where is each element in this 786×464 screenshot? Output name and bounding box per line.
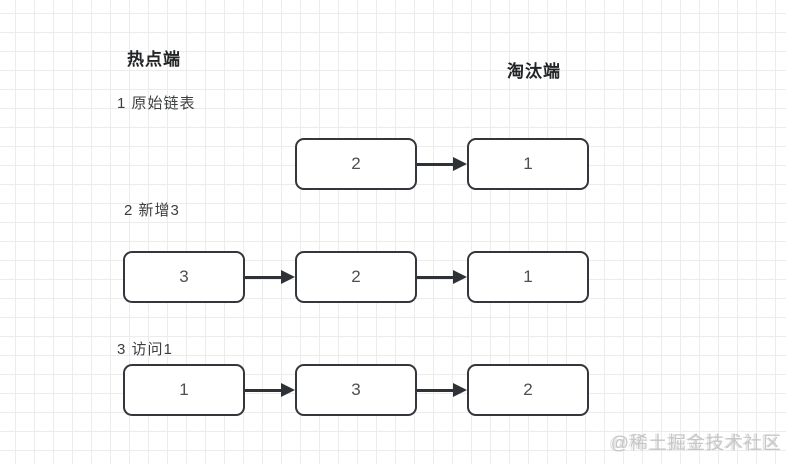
list-node: 2 [467,364,589,416]
evict-end-header: 淘汰端 [507,62,561,81]
step-label-add-3: 2 新增3 [124,202,180,219]
step-label-access-1: 3 访问1 [117,341,173,358]
arrow-shaft [417,162,456,166]
watermark: @稀土掘金技术社区 [610,433,782,453]
arrow-shaft [245,275,284,279]
arrow-shaft [245,388,284,392]
list-node: 1 [123,364,245,416]
arrow-shaft [417,275,456,279]
arrow-head [281,270,295,284]
arrow-head [453,383,467,397]
arrow-head [453,157,467,171]
list-node: 2 [295,251,417,303]
hot-end-header: 热点端 [127,50,181,69]
list-node: 3 [295,364,417,416]
arrow-head [453,270,467,284]
list-node: 1 [467,251,589,303]
step-label-original-list: 1 原始链表 [117,95,196,112]
list-node: 2 [295,138,417,190]
list-node: 1 [467,138,589,190]
arrow-shaft [417,388,456,392]
arrow-head [281,383,295,397]
list-node: 3 [123,251,245,303]
